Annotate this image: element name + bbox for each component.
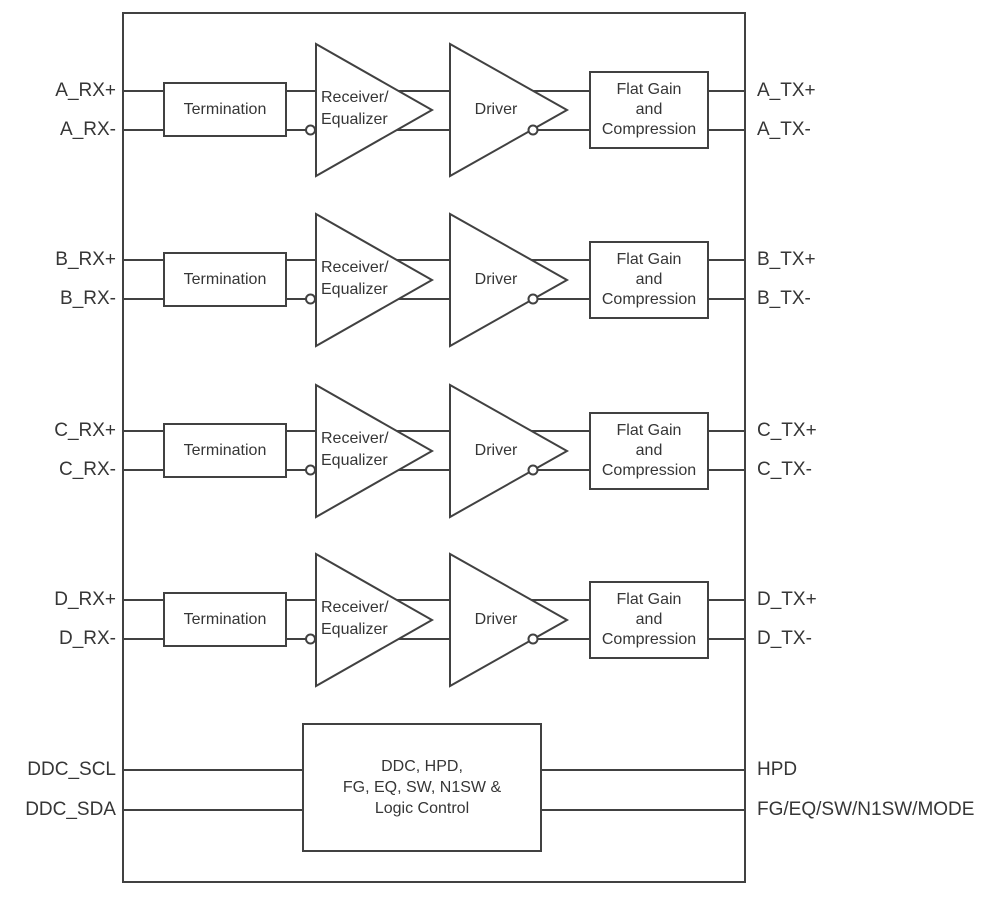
channel-b-receiver-input-bubble-icon [305,293,316,305]
flat-gain-line2: and [635,271,663,288]
termination-label: Termination [183,271,267,288]
logic-control-block: DDC, HPD, FG, EQ, SW, N1SW & Logic Contr… [302,723,542,852]
port-label-c-rx-plus: C_RX+ [54,420,116,441]
receiver-label-line1: Receiver/ [321,89,389,106]
port-label-b-rx-plus: B_RX+ [55,249,116,270]
receiver-equalizer-label-b: Receiver/ Equalizer [321,257,425,301]
port-label-a-rx-minus: A_RX- [60,119,116,140]
receiver-label-line2: Equalizer [321,111,388,128]
channel-c-receiver-input-bubble-icon [305,464,316,476]
receiver-label-line2: Equalizer [321,621,388,638]
termination-label: Termination [183,611,267,628]
flat-gain-line1: Flat Gain [616,251,682,268]
port-label-c-rx-minus: C_RX- [58,459,116,480]
port-label-d-rx-minus: D_RX- [58,628,116,649]
port-label-ddc-sda: DDC_SDA [25,799,116,820]
receiver-label-line2: Equalizer [321,452,388,469]
port-label-d-tx-minus: D_TX- [757,628,812,649]
port-label-mode: FG/EQ/SW/N1SW/MODE [757,799,975,820]
flat-gain-block-c: Flat Gain and Compression [589,412,709,490]
receiver-label-line2: Equalizer [321,281,388,298]
port-label-b-tx-minus: B_TX- [757,288,811,309]
port-label-a-tx-minus: A_TX- [757,119,811,140]
termination-block-c: Termination [163,423,287,478]
flat-gain-line3: Compression [601,291,697,308]
receiver-label-line1: Receiver/ [321,599,389,616]
receiver-label-line1: Receiver/ [321,259,389,276]
port-label-a-tx-plus: A_TX+ [757,80,816,101]
channel-d-driver-output-bubble-icon [527,633,539,645]
channel-c-receiver-triangle [315,383,435,519]
channel-d-driver-triangle [449,552,570,688]
channel-d-receiver-input-bubble-icon [305,633,316,645]
channel-b-receiver-triangle [315,212,435,348]
flat-gain-line2: and [635,101,663,118]
receiver-equalizer-label-a: Receiver/ Equalizer [321,87,425,131]
port-label-ddc-scl: DDC_SCL [27,759,116,780]
flat-gain-line2: and [635,611,663,628]
flat-gain-line3: Compression [601,631,697,648]
termination-block-b: Termination [163,252,287,307]
termination-label: Termination [183,101,267,118]
flat-gain-block-d: Flat Gain and Compression [589,581,709,659]
channel-a-receiver-input-bubble-icon [305,124,316,136]
channel-a-receiver-triangle [315,42,435,178]
driver-label-b: Driver [474,271,518,288]
flat-gain-block-a: Flat Gain and Compression [589,71,709,149]
channel-b-driver-triangle [449,212,570,348]
port-label-a-rx-plus: A_RX+ [55,80,116,101]
port-label-c-tx-plus: C_TX+ [757,420,817,441]
flat-gain-line1: Flat Gain [616,81,682,98]
logic-control-line2: FG, EQ, SW, N1SW & [342,779,502,796]
logic-control-line3: Logic Control [374,800,470,817]
flat-gain-line3: Compression [601,462,697,479]
receiver-equalizer-label-d: Receiver/ Equalizer [321,597,425,641]
flat-gain-line1: Flat Gain [616,422,682,439]
channel-a-driver-output-bubble-icon [527,124,539,136]
flat-gain-line1: Flat Gain [616,591,682,608]
channel-a-driver-triangle [449,42,570,178]
channel-c-driver-triangle [449,383,570,519]
port-label-d-tx-plus: D_TX+ [757,589,817,610]
logic-control-line1: DDC, HPD, [381,758,463,775]
port-label-hpd: HPD [757,759,798,780]
flat-gain-line3: Compression [601,121,697,138]
termination-block-a: Termination [163,82,287,137]
channel-b-driver-output-bubble-icon [527,293,539,305]
receiver-label-line1: Receiver/ [321,430,389,447]
flat-gain-block-b: Flat Gain and Compression [589,241,709,319]
port-label-b-tx-plus: B_TX+ [757,249,816,270]
driver-label-a: Driver [474,101,518,118]
driver-label-c: Driver [474,442,518,459]
port-label-b-rx-minus: B_RX- [60,288,116,309]
driver-label-d: Driver [474,611,518,628]
channel-d-receiver-triangle [315,552,435,688]
termination-label: Termination [183,442,267,459]
channel-c-driver-output-bubble-icon [527,464,539,476]
flat-gain-line2: and [635,442,663,459]
port-label-d-rx-plus: D_RX+ [54,589,116,610]
receiver-equalizer-label-c: Receiver/ Equalizer [321,428,425,472]
port-label-c-tx-minus: C_TX- [757,459,812,480]
termination-block-d: Termination [163,592,287,647]
